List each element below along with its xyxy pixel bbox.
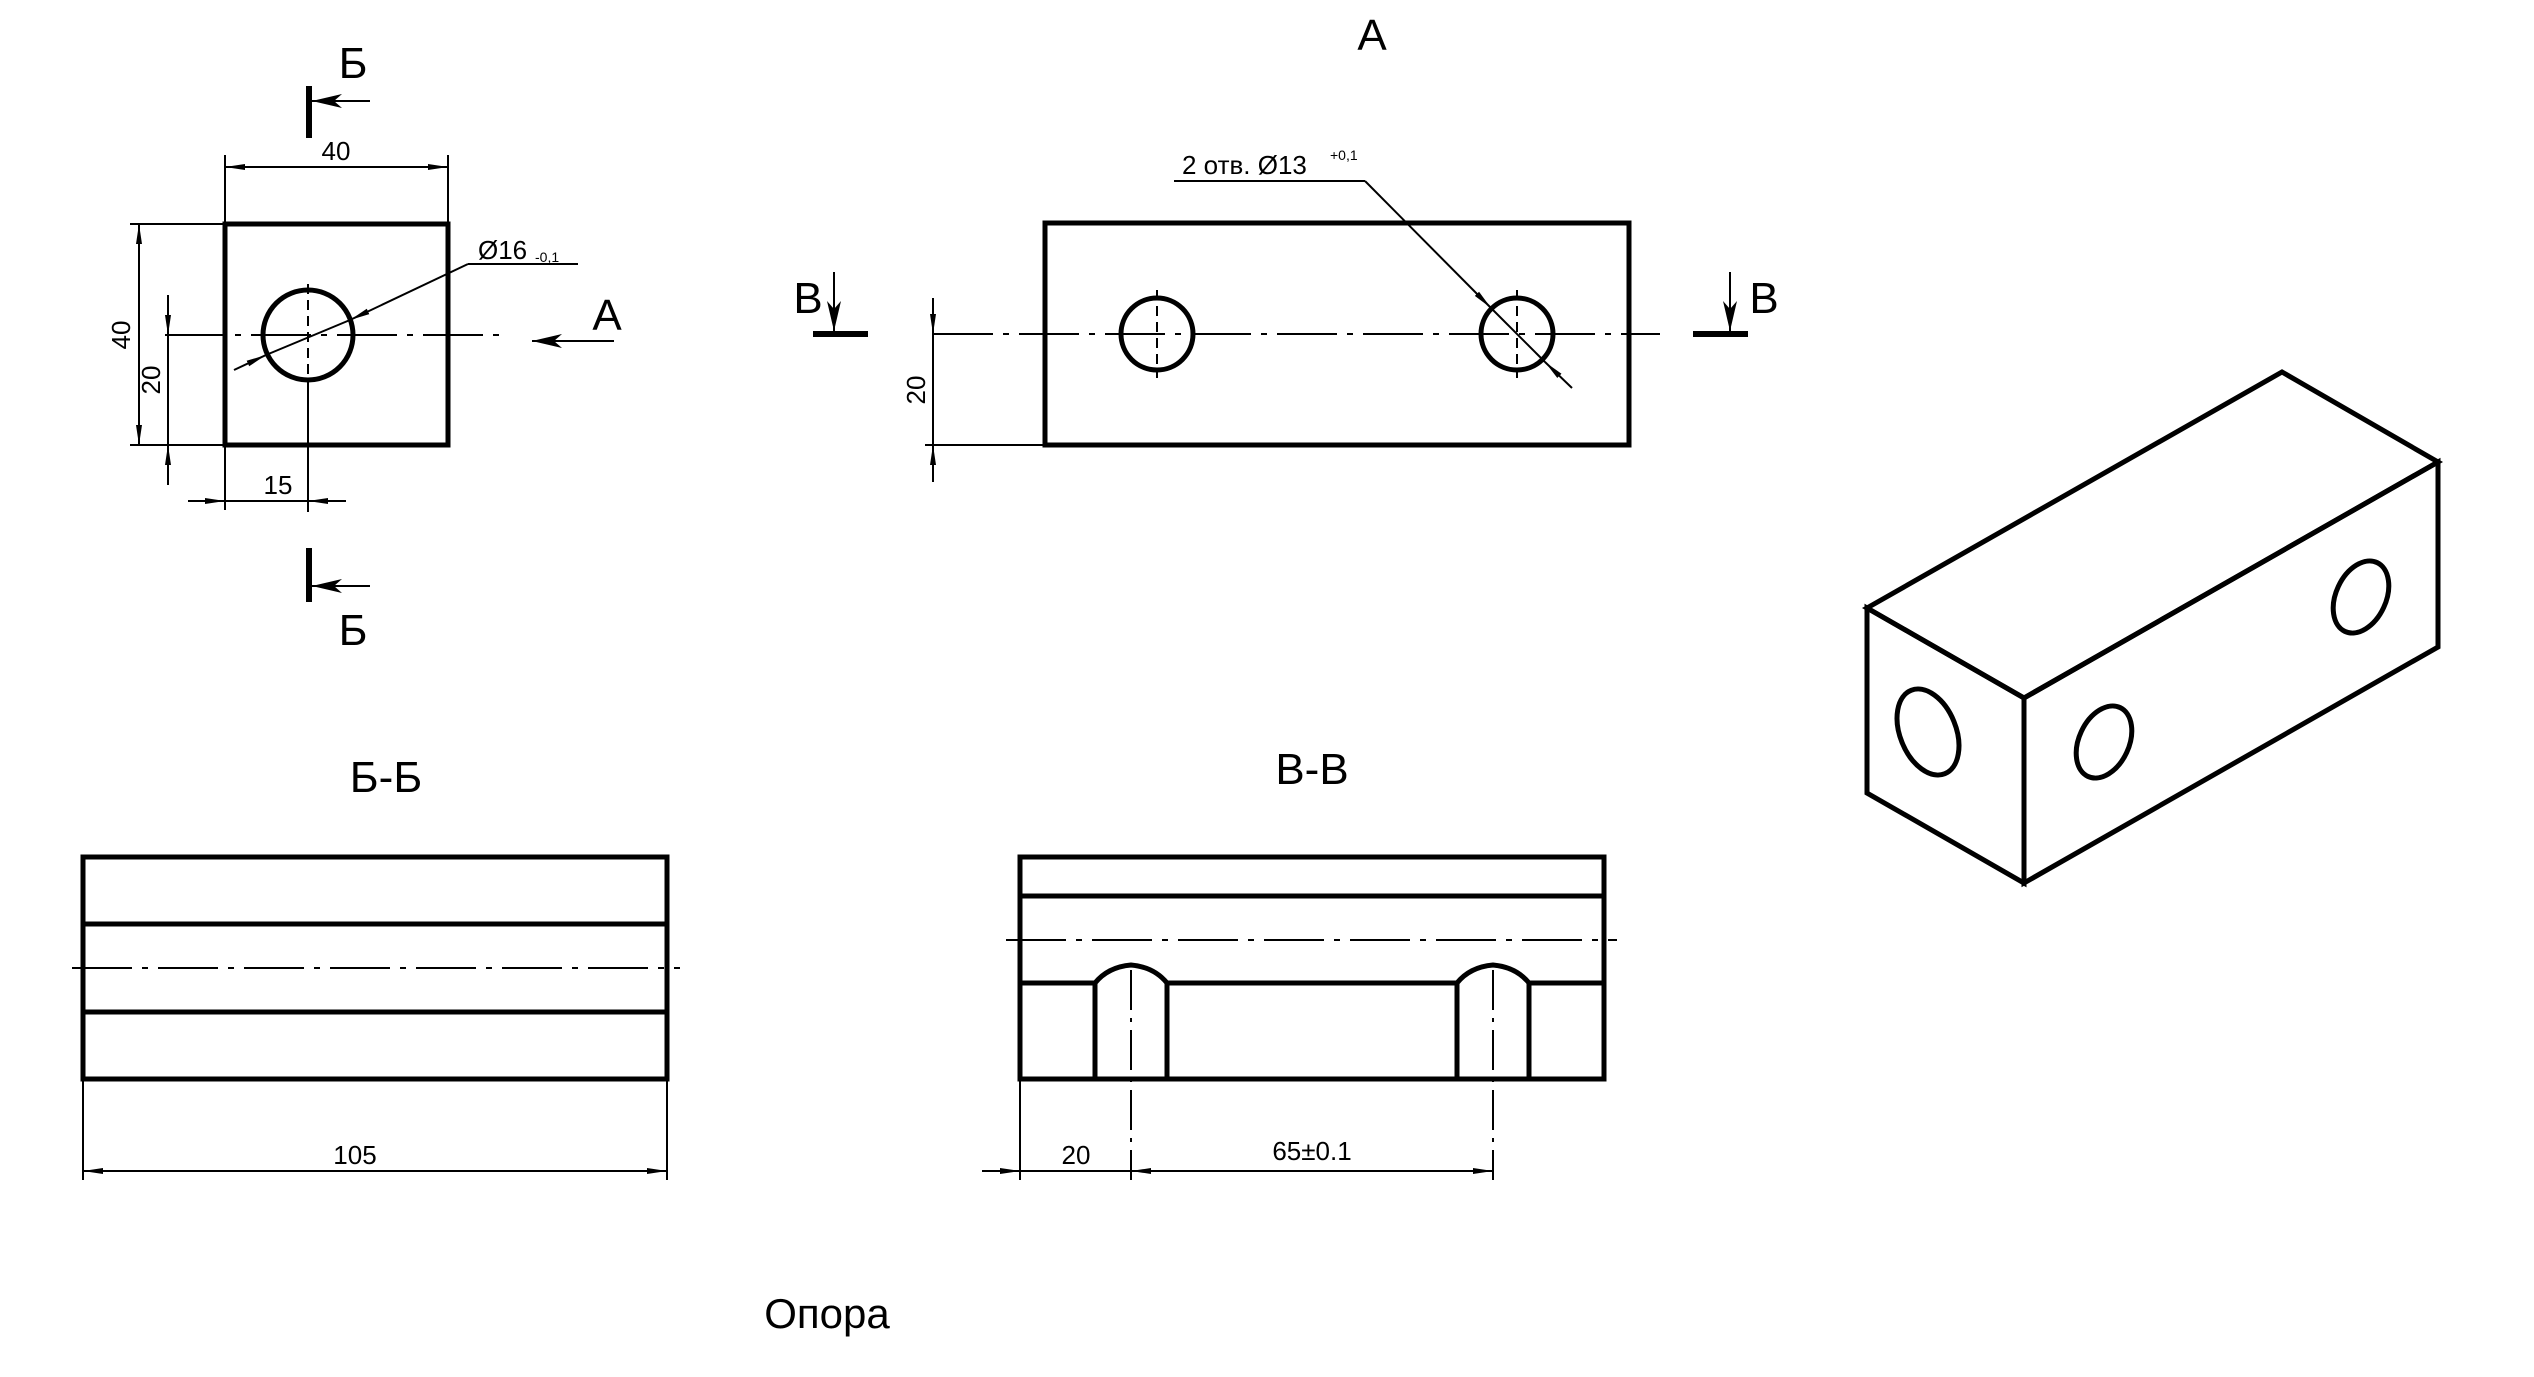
hole-note-text: 2 отв. Ø13: [1182, 150, 1307, 180]
section-v-block-middle: [1164, 980, 1460, 1082]
front-view: 40 40 20 15 Ø16 -0,1 А Б Б: [106, 39, 622, 655]
section-b-dim-text: 105: [333, 1140, 376, 1170]
hole-diameter-text: Ø16: [478, 235, 527, 265]
section-b-bottom-wall: [80, 1009, 670, 1082]
dim-center-offset-text: 15: [264, 470, 293, 500]
section-v: В-В 20 65±0.1: [982, 745, 1617, 1180]
iso-end-face: [1864, 603, 2027, 888]
view-a-arrow-letter: А: [592, 291, 622, 340]
cut-v-left-letter: В: [793, 274, 822, 323]
section-v-block-left: [1017, 980, 1098, 1082]
section-v-top-wall: [1017, 854, 1607, 899]
iso-top-face: [1861, 369, 2444, 701]
iso-end-hole: [1894, 686, 1962, 778]
section-v-hole-2-tip: [1453, 962, 1533, 987]
view-a-dim-text: 20: [901, 376, 931, 405]
iso-side-hole-2: [2330, 558, 2392, 636]
section-v-dim-spacing-text: 65±0.1: [1272, 1136, 1351, 1166]
section-v-block-right: [1526, 980, 1607, 1082]
dim-width-text: 40: [322, 136, 351, 166]
section-v-title: В-В: [1275, 745, 1348, 794]
section-b-top-wall: [80, 854, 670, 927]
cut-b-bottom-letter: Б: [339, 606, 368, 655]
hole-tolerance-text: -0,1: [535, 249, 559, 265]
isometric-view: [1861, 369, 2444, 888]
hole-note-tolerance: +0,1: [1330, 147, 1358, 163]
section-b: Б-Б 105: [72, 753, 680, 1180]
section-v-dim-first-text: 20: [1062, 1140, 1091, 1170]
section-v-hole-1-tip: [1091, 962, 1171, 987]
iso-side-face: [2021, 457, 2441, 888]
section-b-title: Б-Б: [350, 753, 422, 802]
dim-center-height-text: 20: [136, 366, 166, 395]
cut-b-top-letter: Б: [339, 39, 368, 88]
cut-v-right-letter: В: [1749, 274, 1778, 323]
drawing-title: Опора: [764, 1290, 890, 1337]
view-a-title: А: [1357, 11, 1387, 60]
view-a: А 2 отв. Ø13 +0,1 20 В В: [793, 11, 1779, 482]
iso-side-hole-1: [2073, 703, 2135, 781]
dim-height-text: 40: [106, 321, 136, 350]
